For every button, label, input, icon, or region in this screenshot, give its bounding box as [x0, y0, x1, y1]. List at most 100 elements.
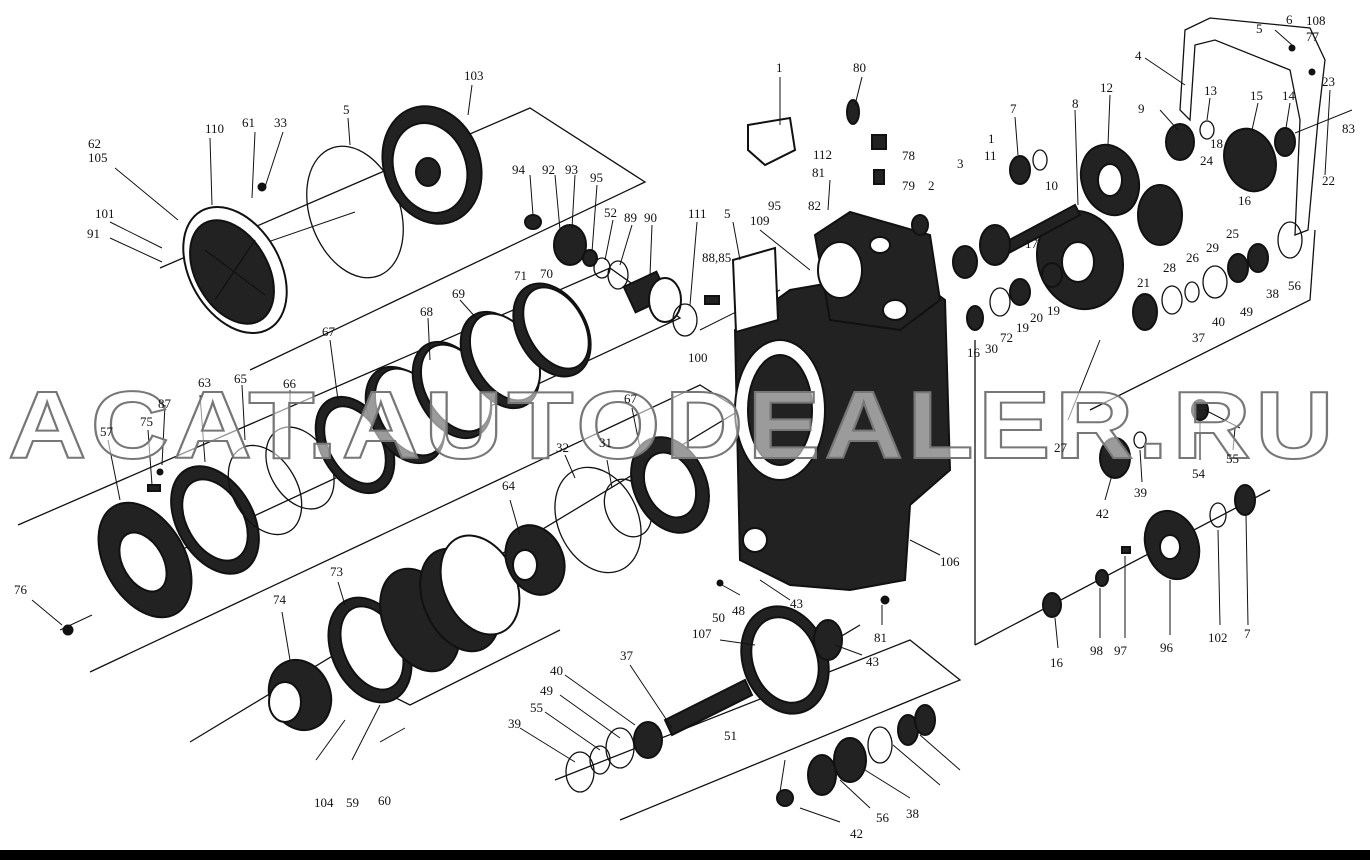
callout-labels: 62 105 110 61 33 5 103 101 91 94 92 93 9… [14, 12, 1355, 841]
callout-c102: 102 [1208, 630, 1228, 645]
callout-c107: 37 [620, 648, 634, 663]
callout-c108: 108 [1306, 13, 1326, 28]
callout-c94: 93 [565, 162, 578, 177]
callout-c98: 98 [1090, 643, 1103, 658]
callout-c81a: 81 [812, 165, 825, 180]
callout-c49a: 49 [1240, 304, 1253, 319]
callout-c21: 21 [1137, 275, 1150, 290]
callout-c17: 17 [1025, 236, 1039, 251]
callout-c63: 57 [100, 424, 114, 439]
rear-cover-outline [1179, 17, 1326, 236]
callout-c78: 78 [902, 148, 915, 163]
callout-c16b: 16 [967, 345, 981, 360]
callout-c52: 90 [644, 210, 657, 225]
callout-c29: 29 [1206, 240, 1219, 255]
callout-c66: 63 [198, 375, 211, 390]
callout-c24: 24 [1200, 153, 1214, 168]
callout-c5a: 5 [1256, 21, 1263, 36]
callout-c16a: 16 [1238, 193, 1252, 208]
callout-c83b: 109 [750, 213, 770, 228]
cover-62 [182, 205, 288, 335]
callout-c87: 75 [140, 414, 153, 429]
callout-c23: 23 [1322, 74, 1335, 89]
callout-c9: 9 [1138, 101, 1145, 116]
callout-c67b: 32 [556, 440, 569, 455]
callout-c89: 71 [514, 268, 527, 283]
bolts-and-pins [59, 44, 1353, 761]
callout-c100: 105 [88, 150, 108, 165]
callout-c39a: 39 [1134, 485, 1147, 500]
watermark: ACAT.AUTODEALER.RU [8, 372, 1338, 479]
callout-c71: 69 [452, 286, 465, 301]
callout-c13: 13 [1204, 83, 1217, 98]
callout-c72: 72 [1000, 330, 1013, 345]
callout-c90: 70 [540, 266, 553, 281]
callout-c61: 5 [343, 102, 350, 117]
callout-c31: 64 [502, 478, 516, 493]
callout-c91: 92 [542, 162, 555, 177]
callout-c32: 73 [330, 564, 343, 579]
callout-c2: 2 [928, 178, 935, 193]
callout-c79: 79 [902, 178, 915, 193]
callout-c40b: 55 [530, 700, 543, 715]
clutch-rings [97, 282, 592, 619]
callout-c105: 61 [242, 115, 255, 130]
callout-c37a: 37 [1192, 330, 1206, 345]
callout-c96: 96 [1160, 640, 1174, 655]
callout-c49b: 39 [508, 716, 521, 731]
callout-c74: 59 [346, 795, 359, 810]
callout-c43a: 43 [866, 654, 879, 669]
callout-c56a: 56 [1288, 278, 1302, 293]
callout-c69: 67 [322, 324, 336, 339]
callout-c26: 26 [1186, 250, 1200, 265]
callout-c38a: 38 [1266, 286, 1279, 301]
callout-c8: 8 [1072, 96, 1079, 111]
assembly-guide-lines [17, 107, 1316, 821]
callout-c5c: 101 [95, 206, 115, 221]
lower-clutch-group [267, 524, 566, 732]
front-gear-case [813, 210, 942, 332]
callout-c6: 6 [1286, 12, 1293, 27]
callout-c27: 27 [1054, 440, 1068, 455]
callout-c82: 82 [808, 198, 821, 213]
callout-c97: 97 [1114, 643, 1128, 658]
callout-c88: 100 [688, 350, 708, 365]
callout-c83a: 83 [1342, 121, 1355, 136]
callout-c5b: 95 [768, 198, 781, 213]
callout-c15: 15 [1250, 88, 1263, 103]
callout-c1a: 1 [776, 60, 783, 75]
callout-c106: 106 [940, 554, 960, 569]
callout-c65: 87 [158, 396, 172, 411]
callout-c62: 110 [205, 121, 224, 136]
callout-c37b: 49 [540, 683, 553, 698]
callout-c81b: 81 [874, 630, 887, 645]
callout-c4: 4 [1135, 48, 1142, 63]
callout-c16c: 16 [1050, 655, 1064, 670]
callout-c92: 95 [590, 170, 603, 185]
callout-c80: 80 [853, 60, 866, 75]
callout-c28: 28 [1163, 260, 1176, 275]
bottom-border-bar [0, 850, 1370, 860]
callout-c95b: 89 [624, 210, 637, 225]
callout-c55b: 51 [724, 728, 737, 743]
callout-c50: 43 [790, 596, 803, 611]
callout-c19b: 19 [1016, 320, 1029, 335]
callout-c42b: 38 [906, 806, 919, 821]
callout-c103: 91 [87, 226, 100, 241]
callout-c55a: 55 [1226, 451, 1239, 466]
callout-c111: 62 [88, 136, 101, 151]
callout-c7b: 7 [1244, 626, 1251, 641]
callout-c104: 60 [378, 793, 391, 808]
output-gear-group [565, 605, 936, 807]
callout-c3: 3 [957, 156, 964, 171]
callout-c14: 14 [1282, 88, 1296, 103]
callout-c12: 12 [1100, 80, 1113, 95]
callout-c11: 11 [984, 148, 997, 163]
callout-c77: 77 [1306, 29, 1320, 44]
callout-c40a: 40 [1212, 314, 1225, 329]
callout-c84: 5 [724, 206, 731, 221]
callout-c19a: 19 [1047, 303, 1060, 318]
callout-c20: 20 [1030, 310, 1043, 325]
